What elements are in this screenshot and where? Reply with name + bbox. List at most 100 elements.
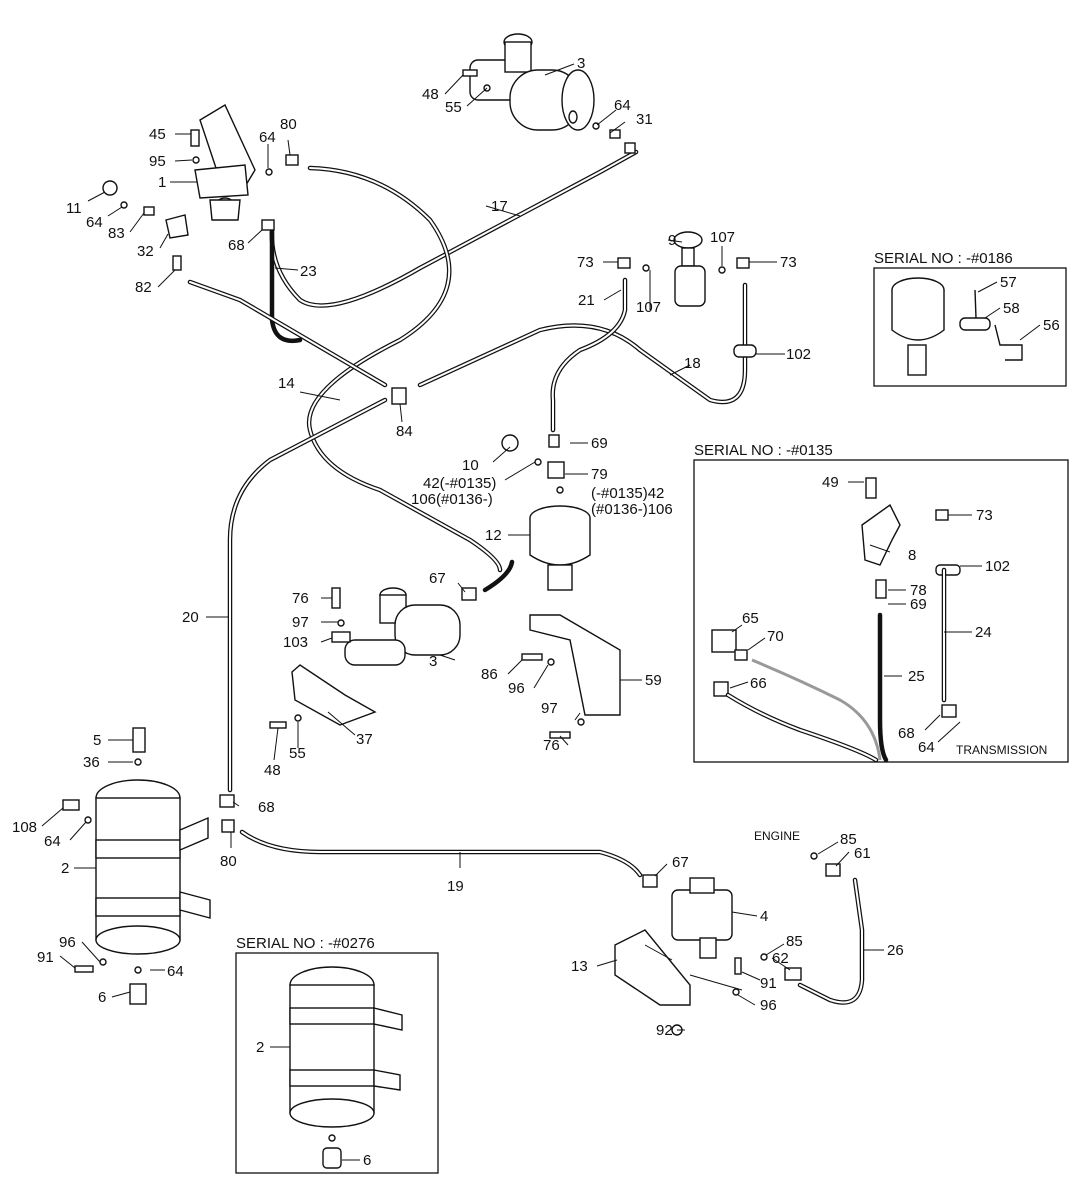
callout-32: 32 <box>137 243 154 260</box>
callout-68c: 68 <box>898 725 915 742</box>
callout-64a: 64 <box>614 97 631 114</box>
pipe-lines <box>187 149 865 1005</box>
inset-serial-0186: SERIAL NO : -#0186 57 58 56 <box>873 250 1067 387</box>
inset-title-0186: SERIAL NO : -#0186 <box>874 250 1013 267</box>
callout-48a: 48 <box>422 86 439 103</box>
callout-3b: 3 <box>429 653 437 670</box>
callout-59: 59 <box>645 672 662 689</box>
callout-76b: 76 <box>543 737 560 754</box>
callout-76a: 76 <box>292 590 309 607</box>
callout-13: 13 <box>571 958 588 975</box>
callout-73a: 73 <box>577 254 594 271</box>
callout-91a: 91 <box>37 949 54 966</box>
callout-45: 45 <box>149 126 166 143</box>
callout-8: 8 <box>908 547 916 564</box>
callout-97b: 97 <box>541 700 558 717</box>
control-valve <box>671 877 733 959</box>
callout-66: 66 <box>750 675 767 692</box>
inset-serial-0276: SERIAL NO : -#0276 2 6 <box>235 935 439 1174</box>
main-callouts: 3 48 55 64 31 45 95 1 64 80 11 64 83 32 … <box>12 55 904 1039</box>
callout-70: 70 <box>767 628 784 645</box>
callout-58: 58 <box>1003 300 1020 317</box>
callout-17: 17 <box>491 198 508 215</box>
parts <box>62 33 841 1036</box>
callout-103: 103 <box>283 634 308 651</box>
master-cylinder-mid <box>344 587 461 666</box>
callout-80b: 80 <box>220 853 237 870</box>
inset-serial-0135: SERIAL NO : -#0135 49 73 8 102 78 <box>693 442 1069 763</box>
callout-6a: 6 <box>98 989 106 1006</box>
callout-11: 11 <box>66 200 82 217</box>
callout-4: 4 <box>760 908 768 925</box>
callout-65: 65 <box>742 610 759 627</box>
callout-26: 26 <box>887 942 904 959</box>
hand-valve <box>673 231 706 307</box>
bracket-13 <box>614 929 691 1006</box>
callout-61: 61 <box>854 845 871 862</box>
brake-pedal <box>194 103 256 221</box>
leader-lines <box>41 63 884 1031</box>
callout-31: 31 <box>636 111 653 128</box>
callout-2a: 2 <box>61 860 69 877</box>
bracket-59 <box>529 614 621 716</box>
callout-6b: 6 <box>363 1152 371 1169</box>
callout-42b: (-#0135)42 <box>591 485 664 502</box>
callout-95: 95 <box>149 153 166 170</box>
callout-64d: 64 <box>44 833 61 850</box>
callout-5: 5 <box>93 732 101 749</box>
callout-102a: 102 <box>786 346 811 363</box>
callout-64c: 64 <box>86 214 103 231</box>
callout-67a: 67 <box>429 570 446 587</box>
callout-36: 36 <box>83 754 100 771</box>
callout-9: 9 <box>668 232 676 249</box>
callout-69a: 69 <box>591 435 608 452</box>
callout-97a: 97 <box>292 614 309 631</box>
callout-107b: 107 <box>636 299 661 316</box>
callout-108: 108 <box>12 819 37 836</box>
callout-96b: 96 <box>59 934 76 951</box>
fittings <box>62 129 841 1005</box>
callout-37: 37 <box>356 731 373 748</box>
callout-55a: 55 <box>445 99 462 116</box>
callout-68a: 68 <box>228 237 245 254</box>
callout-73b: 73 <box>780 254 797 271</box>
callout-102b: 102 <box>985 558 1010 575</box>
callout-10: 10 <box>462 457 479 474</box>
callout-96a: 96 <box>508 680 525 697</box>
callout-62: 62 <box>772 950 789 967</box>
callout-85a: 85 <box>840 831 857 848</box>
master-cylinder-top <box>469 33 595 131</box>
callout-23: 23 <box>300 263 317 280</box>
callout-18: 18 <box>684 355 701 372</box>
callout-14: 14 <box>278 375 295 392</box>
callout-49: 49 <box>822 474 839 491</box>
callout-64b: 64 <box>259 129 276 146</box>
callout-25: 25 <box>908 668 925 685</box>
callout-56: 56 <box>1043 317 1060 334</box>
bracket-37 <box>291 664 377 726</box>
callout-64f: 64 <box>918 739 935 756</box>
callout-21: 21 <box>578 292 595 309</box>
callout-2b: 2 <box>256 1039 264 1056</box>
callout-78: 78 <box>910 582 927 599</box>
callout-48b: 48 <box>264 762 281 779</box>
callout-85b: 85 <box>786 933 803 950</box>
callout-24: 24 <box>975 624 992 641</box>
callout-67b: 67 <box>672 854 689 871</box>
callout-84: 84 <box>396 423 413 440</box>
callout-55b: 55 <box>289 745 306 762</box>
callout-91b: 91 <box>760 975 777 992</box>
callout-106b: (#0136-)106 <box>591 501 673 518</box>
note-transmission: TRANSMISSION <box>956 743 1047 757</box>
callout-57: 57 <box>1000 274 1017 291</box>
note-engine: ENGINE <box>754 829 800 843</box>
air-tank <box>95 779 211 955</box>
callout-79: 79 <box>591 466 608 483</box>
callout-86: 86 <box>481 666 498 683</box>
inset-title-0276: SERIAL NO : -#0276 <box>236 935 375 952</box>
callout-69b: 69 <box>910 596 927 613</box>
callout-19: 19 <box>447 878 464 895</box>
callout-64e: 64 <box>167 963 184 980</box>
callout-83: 83 <box>108 225 125 242</box>
